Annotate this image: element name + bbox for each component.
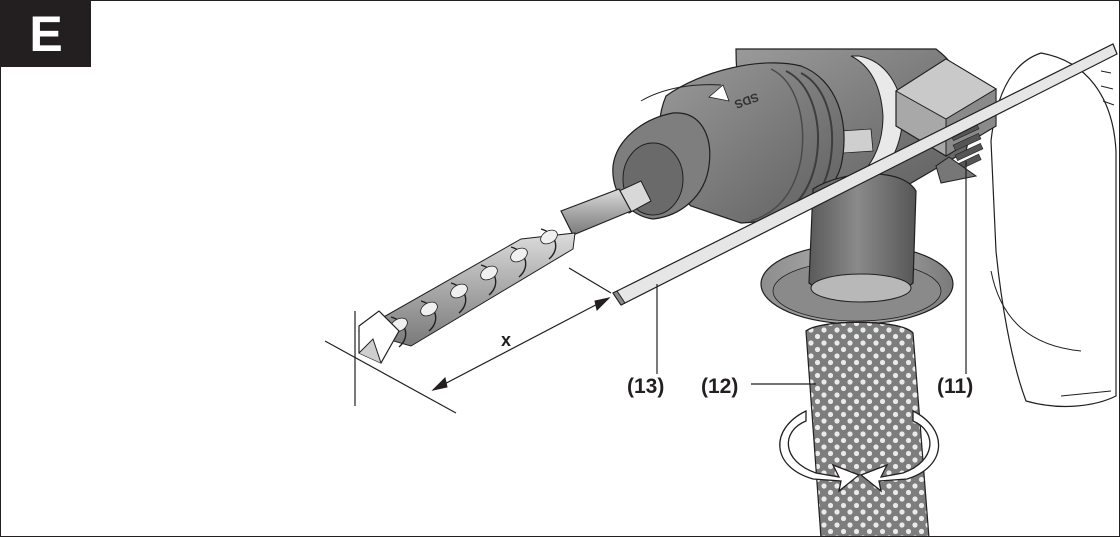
figure-badge: E: [1, 1, 91, 67]
depth-stop-rod: [612, 43, 1118, 306]
side-handle-grip: [805, 321, 930, 536]
leader-lines: [656, 161, 967, 385]
side-handle-collar: [760, 173, 954, 325]
dimension-x: [324, 267, 612, 414]
rotate-right-arrow-icon: [859, 409, 940, 493]
callout-11: (11): [937, 375, 973, 398]
dimension-label: x: [501, 330, 511, 350]
rotate-left-arrow-icon: [779, 409, 861, 493]
callout-13: (13): [627, 375, 664, 398]
callout-12: (12): [701, 375, 738, 398]
drill-bit: [357, 180, 652, 364]
